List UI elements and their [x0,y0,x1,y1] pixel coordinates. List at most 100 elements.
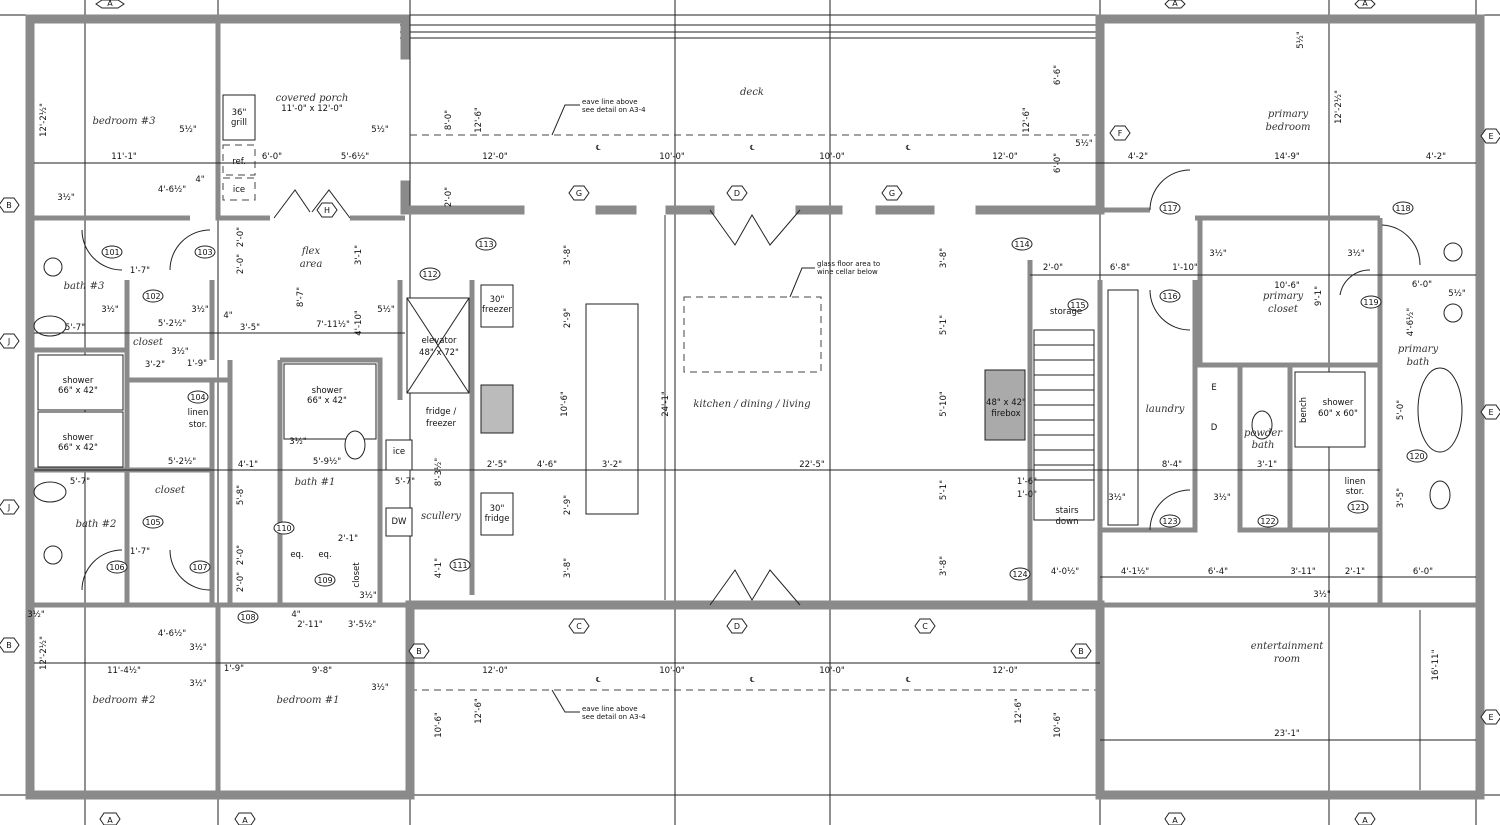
range [480,384,514,434]
dimension: 1'-7" [130,266,150,276]
dimension: 10'-0" [819,666,845,676]
dimension: 3½" [1108,493,1126,503]
door-tag: 108 [240,613,255,622]
dimension: 5½" [371,125,389,135]
grid-bubble-a [95,0,125,9]
room-deck: deck [740,87,764,98]
grid-bubble-a-top-2: A [1164,0,1186,9]
dimension: 4'-0½" [1051,567,1079,577]
dimension: 5½" [1075,139,1093,149]
dimension: 4'-1" [434,558,444,578]
dimension: 4" [223,311,232,321]
bench-label: bench [1299,397,1309,423]
room-powder-bath: powder [1244,428,1283,439]
dimension: 2'-11" [297,620,323,630]
centerline-mark: ℄ [596,144,601,152]
grid-bubble-g-right: G [881,185,903,201]
room-closet: closet [155,485,186,496]
svg-text:B: B [1078,647,1084,656]
door-tag: 120 [1409,452,1424,461]
grid-bubble-c-left: C [568,618,590,634]
freezer-label: freezer [482,305,512,315]
grill [222,94,256,141]
notes: eave line above see detail on A3-4 eave … [551,98,911,721]
dimension: 5½" [1448,289,1466,299]
door-tag: 116 [1162,292,1177,301]
room-covered-porch: covered porch [276,93,349,104]
dimension: 10'-6" [1053,712,1063,738]
toilet-powder [1251,410,1273,440]
centerline-mark: ℄ [596,676,601,684]
room-flex-area: flex [301,246,321,257]
grid-bubble-b-mid-right: B [1070,643,1092,659]
toilet-bath3 [33,315,67,337]
dimension: 12'-2½" [39,636,49,670]
svg-text:G: G [576,189,582,198]
dimension: 4'-10" [354,310,364,336]
dimension: 8'-3½" [434,458,444,486]
dimension: 5'-7" [395,477,415,487]
svg-text:A: A [1362,0,1368,8]
linen-label: stor. [1346,487,1364,497]
dimension: 10'-0" [659,666,685,676]
grid-bubble-j-upper: J [0,333,20,349]
dimension: 23'-1" [1274,729,1300,739]
shower-bath1 [283,363,377,440]
stair-treads [1034,344,1094,481]
svg-text:C: C [922,622,928,631]
door-tags: 101 102 103 104 105 106 107 108 109 110 … [101,201,1428,624]
dimension: 3'-2" [145,360,165,370]
dimension: 12'-0" [992,666,1018,676]
eave-note: eave line above [582,98,638,106]
fridge-30 [480,492,514,536]
dimension: 3½" [189,643,207,653]
dimension: 5'-10" [939,391,949,417]
svg-text:A: A [1172,816,1178,825]
dimension: 5½" [179,125,197,135]
grid-bubble-a-bottom-1: A [99,812,121,825]
room-entertainment: room [1274,654,1300,665]
grill-label: grill [231,118,247,128]
svg-text:B: B [6,201,12,210]
grill-label: 36" [232,108,247,118]
freezer-label: 30" [490,295,505,305]
grid-bubble-g-left: G [568,185,590,201]
dimension: 4'-2" [1128,152,1148,162]
dimension: 12'-2½" [39,103,49,137]
eave-note: see detail on A3-4 [582,106,646,114]
ice-space [222,177,256,201]
room-primary-bedroom: bedroom [1265,122,1310,133]
dimension: 3½" [1313,590,1331,600]
dishwasher [385,507,413,537]
grid-bubble-e-bottom: E [1480,709,1500,725]
grid-bubble-j-lower: J [0,499,20,515]
fridge-freezer-label: fridge / [426,407,457,417]
svg-text:H: H [324,206,330,215]
dimension: 1'-10" [1172,263,1198,273]
room-laundry: laundry [1146,404,1185,415]
dimension: 2'-1" [338,534,358,544]
dimension: 2'-9" [563,495,573,515]
doors[interactable] [81,169,1421,606]
dimension: 6'-0" [262,152,282,162]
shower-size: 66" x 42" [58,443,98,453]
glass-floor-note: wine cellar below [817,268,878,276]
dimension: 10'-6" [1274,281,1300,291]
dimension: 3½" [289,437,307,447]
svg-text:J: J [7,503,10,512]
dimension: 2'-0" [236,572,246,592]
shower-primary [1294,371,1366,448]
grid-bubble-a-bottom-2: A [234,812,256,825]
dimension: 3'-1" [354,245,364,265]
dimension: 5'-7" [65,323,85,333]
grid-bubble-h: H [316,202,338,218]
room-bedroom-1: bedroom #1 [277,695,340,706]
dimension: 2'-0" [444,187,454,207]
dimension: 7'-11½" [316,320,350,330]
dimension: 4'-6½" [1406,308,1416,336]
dimension: 12'-6" [1014,698,1024,724]
svg-text:C: C [576,622,582,631]
dimension: 2'-0" [236,254,246,274]
interior-walls [34,19,1480,795]
room-primary-bath: primary [1398,344,1439,355]
